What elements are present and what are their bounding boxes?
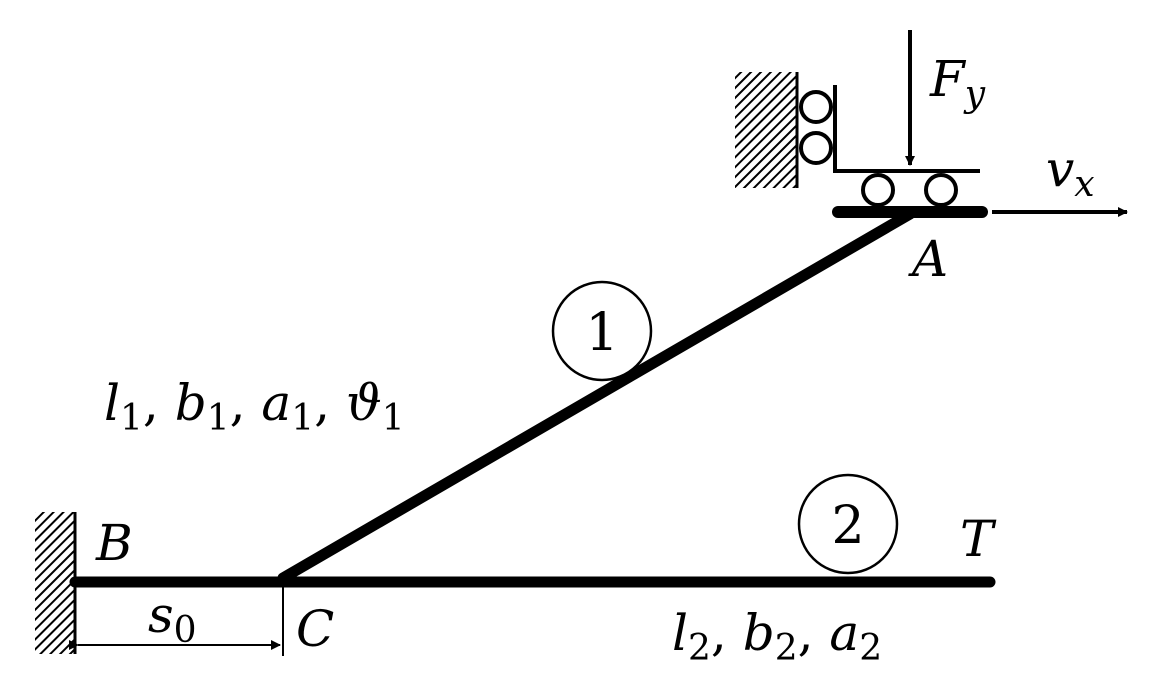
wall-roller-bottom bbox=[799, 131, 833, 165]
guide-plate bbox=[833, 85, 980, 173]
member-1 bbox=[277, 208, 916, 584]
label-point-a: A bbox=[908, 230, 948, 288]
label-velocity: vx bbox=[1046, 140, 1095, 205]
label-force: Fy bbox=[929, 50, 986, 115]
slider-roller-left bbox=[861, 173, 895, 207]
upper-wall-hatch bbox=[735, 72, 797, 188]
member-2-circle bbox=[797, 473, 899, 575]
label-s0: s0 bbox=[148, 586, 197, 651]
member-2-properties: l2, b2, a2 bbox=[672, 604, 882, 669]
member-1-properties: l1, b1, a1, ϑ1 bbox=[104, 374, 405, 439]
member-2-number: 2 bbox=[831, 496, 864, 556]
lower-wall-hatch bbox=[35, 512, 75, 654]
label-point-b: B bbox=[95, 514, 133, 572]
slider-roller-right bbox=[924, 173, 958, 207]
wall-roller-top bbox=[799, 90, 833, 124]
member-1-number: 1 bbox=[585, 303, 618, 363]
label-point-c: C bbox=[296, 600, 334, 658]
label-point-t: T bbox=[960, 510, 997, 568]
member-1-circle bbox=[551, 280, 653, 382]
